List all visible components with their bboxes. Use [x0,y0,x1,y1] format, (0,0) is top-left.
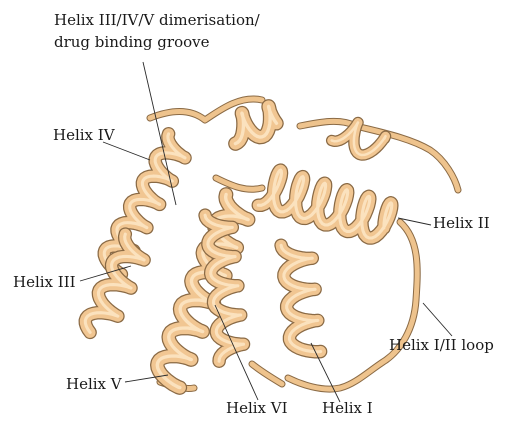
label-groove-line1: Helix III/IV/V dimerisation/ [54,11,261,29]
label-helix-iv: Helix IV [53,126,116,144]
helix-top-right-turn [332,123,386,156]
helix-upper-centre [235,106,276,143]
labels: Helix III/IV/V dimerisation/ drug bindin… [13,11,494,417]
helix-i [281,245,321,351]
helix-ii [258,170,392,238]
label-loop-i-ii: Helix I/II loop [389,336,494,354]
coil-bottom-mid [252,364,282,384]
label-helix-i: Helix I [322,399,373,417]
label-helix-ii: Helix II [433,214,490,232]
coil-middle [216,178,262,189]
label-groove-line2: drug binding groove [54,33,210,51]
leader-loop-i-ii [423,303,452,336]
coil-helix-i-ii-loop [288,222,417,389]
label-helix-iii: Helix III [13,273,76,291]
leader-helix-iv [103,142,150,160]
label-helix-vi: Helix VI [226,399,288,417]
label-helix-v: Helix V [66,375,123,393]
